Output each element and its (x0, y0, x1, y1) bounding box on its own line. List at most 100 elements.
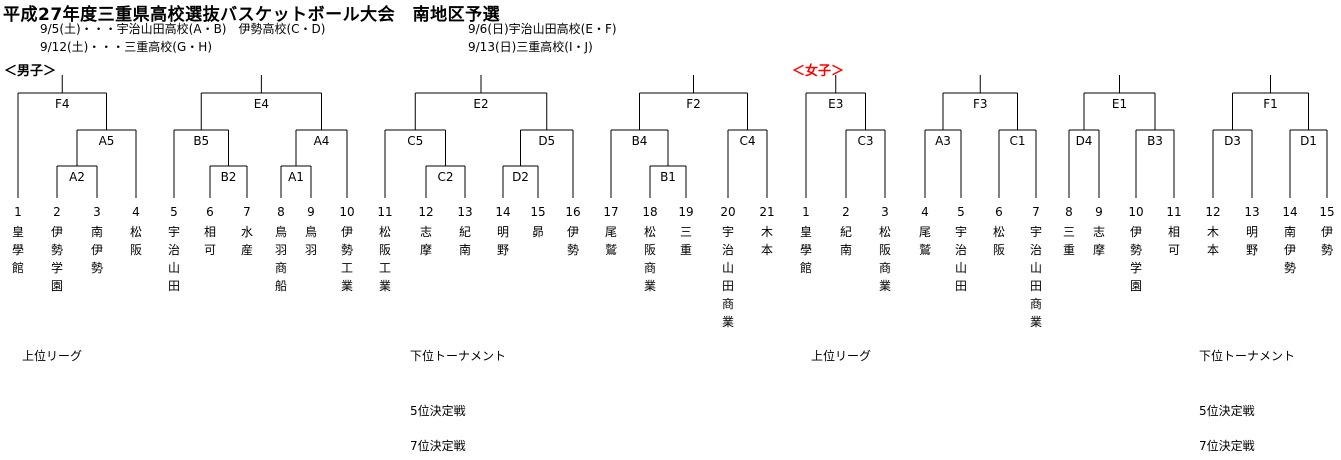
boys-team-name-char: 羽 (275, 243, 287, 257)
game-label: B4 (632, 134, 648, 148)
game-label: E2 (473, 97, 488, 111)
boys-upper-league-label: 上位リーグ (22, 349, 83, 363)
game-label: E4 (254, 97, 269, 111)
girls-team-name-char: 宇 (1030, 225, 1042, 239)
boys-team-name-char: 伊 (567, 225, 579, 239)
girls-team-name-char: 商 (879, 260, 891, 275)
girls-team-name-char: 宇 (955, 225, 967, 239)
girls-seventh-place-label: 7位決定戦 (1199, 439, 1255, 453)
girls-team-name-char: 勢 (1130, 242, 1142, 257)
boys-team-number: 15 (530, 205, 545, 219)
girls-section-label: ＜女子＞ (792, 64, 845, 79)
girls-team-name-char: 業 (879, 279, 891, 293)
girls-team-name-char: 商 (1030, 296, 1042, 311)
boys-team-name-char: 学 (51, 260, 63, 275)
boys-team-number: 13 (457, 205, 472, 219)
boys-team-name-char: 業 (644, 279, 656, 293)
girls-team-number: 14 (1282, 205, 1297, 219)
girls-team-name-char: 皇 (800, 225, 812, 239)
boys-team-name-char: 商 (722, 296, 734, 311)
boys-team-number: 9 (307, 205, 315, 219)
game-label: D3 (1224, 134, 1241, 148)
girls-team-name-char: 鷲 (919, 243, 931, 257)
girls-team-name-char: 伊 (1321, 225, 1333, 239)
girls-team-name-char: 相 (1168, 225, 1180, 239)
boys-team-name-char: 尾 (605, 225, 617, 239)
girls-team-name-char: 南 (1284, 224, 1296, 239)
girls-team-name-char: 野 (1246, 243, 1258, 257)
boys-team-name-char: 羽 (305, 243, 317, 257)
boys-team-name-char: 商 (644, 260, 656, 275)
boys-team-name-char: 伊 (341, 225, 353, 239)
boys-team-number: 3 (93, 205, 101, 219)
boys-team-name-char: 館 (12, 260, 24, 275)
girls-team-name-char: 學 (800, 243, 812, 257)
boys-team-name-char: 山 (168, 261, 180, 275)
boys-team-number: 8 (277, 205, 285, 219)
boys-team-name-char: 勢 (91, 260, 103, 275)
girls-team-name-char: 摩 (1093, 242, 1105, 257)
schedule-line-2: 9/12(土)・・・三重高校(G・H) (40, 40, 212, 54)
boys-team-name-char: 園 (51, 279, 63, 293)
girls-lower-tournament-label: 下位トーナメント (1199, 349, 1296, 363)
boys-team-number: 6 (206, 205, 214, 219)
boys-team-name-char: 業 (341, 279, 353, 293)
boys-team-name-char: 宇 (722, 225, 734, 239)
girls-team-name-char: 阪 (879, 243, 891, 257)
boys-team-name-char: 可 (204, 243, 216, 257)
boys-team-name-char: 三 (680, 225, 692, 239)
boys-team-name-char: 業 (722, 315, 734, 329)
girls-team-number: 12 (1205, 205, 1220, 219)
game-label: A1 (288, 170, 304, 184)
boys-team-number: 2 (53, 205, 61, 219)
girls-team-name-char: 志 (1093, 225, 1105, 239)
girls-team-number: 6 (995, 205, 1003, 219)
girls-team-name-char: 館 (800, 260, 812, 275)
game-label: B3 (1147, 134, 1163, 148)
girls-team-number: 11 (1166, 205, 1181, 219)
game-label: D2 (512, 170, 529, 184)
game-label: F3 (973, 97, 988, 111)
boys-seventh-place-label: 7位決定戦 (410, 439, 466, 453)
boys-team-name-char: 松 (130, 225, 142, 239)
boys-team-number: 5 (170, 205, 178, 219)
boys-team-name-char: 皇 (12, 225, 24, 239)
boys-team-number: 7 (243, 205, 251, 219)
girls-team-name-char: 明 (1246, 225, 1258, 239)
boys-team-name-char: 重 (680, 243, 692, 257)
girls-team-number: 5 (957, 205, 965, 219)
schedule-line-1: 9/5(土)・・・宇治山田高校(A・B) 伊勢高校(C・D) (40, 22, 326, 36)
boys-lower-tournament-label: 下位トーナメント (410, 349, 507, 363)
girls-team-name-char: 山 (955, 261, 967, 275)
girls-team-number: 8 (1065, 205, 1073, 219)
boys-team-name-char: 紀 (459, 225, 471, 239)
boys-team-number: 1 (14, 205, 22, 219)
boys-team-name-char: 木 (761, 225, 773, 239)
girls-team-name-char: 園 (1130, 279, 1142, 293)
game-label: C2 (437, 170, 453, 184)
boys-team-number: 17 (603, 205, 618, 219)
girls-team-number: 13 (1244, 205, 1259, 219)
game-label: E1 (1112, 97, 1127, 111)
game-label: B5 (193, 134, 209, 148)
girls-team-name-char: 山 (1030, 261, 1042, 275)
girls-team-name-char: 田 (1030, 279, 1042, 293)
boys-team-name-char: 志 (420, 225, 432, 239)
game-label: C1 (1009, 134, 1025, 148)
girls-team-name-char: 本 (1207, 243, 1219, 257)
boys-team-name-char: 宇 (168, 225, 180, 239)
girls-team-name-char: 三 (1063, 225, 1075, 239)
boys-team-name-char: 勢 (567, 242, 579, 257)
boys-team-name-char: 松 (644, 225, 656, 239)
boys-team-name-char: 摩 (420, 242, 432, 257)
game-label: A5 (99, 134, 115, 148)
game-label: C4 (739, 134, 755, 148)
girls-team-name-char: 南 (840, 242, 852, 257)
girls-team-name-char: 治 (1030, 243, 1042, 257)
boys-team-name-char: 鳥 (275, 224, 287, 239)
girls-team-name-char: 重 (1063, 243, 1075, 257)
boys-team-number: 20 (720, 205, 735, 219)
game-label: A3 (935, 134, 951, 148)
